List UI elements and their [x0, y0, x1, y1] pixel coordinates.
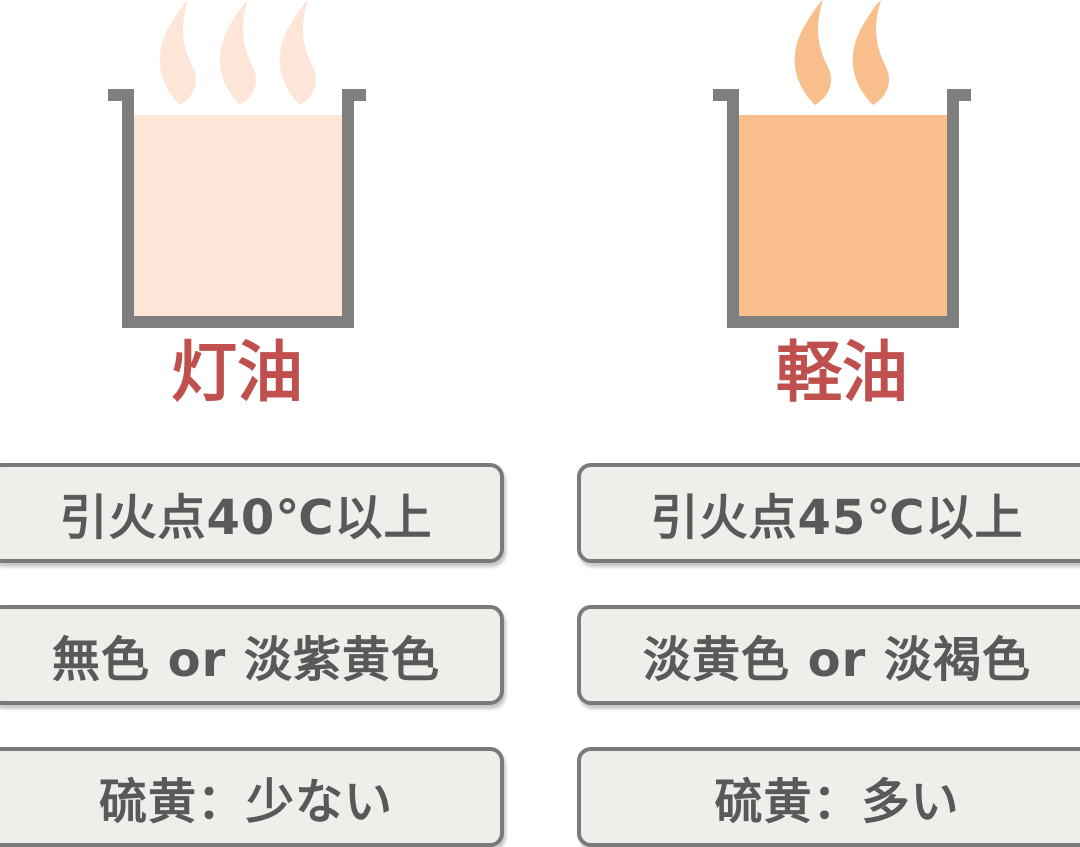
kerosene-title: 灯油: [171, 334, 303, 411]
diesel-flash-point: 引火点45℃以上: [577, 463, 1080, 563]
kerosene-color: 無色 or 淡紫黄色: [0, 605, 504, 705]
diesel-liquid: [735, 115, 951, 318]
diesel-sulfur: 硫黄：多い: [577, 747, 1080, 847]
pot-outline: [108, 89, 366, 328]
kerosene-pot-illustration: [108, 0, 366, 328]
diesel-pot-illustration: [713, 0, 971, 328]
kerosene-liquid: [130, 115, 346, 318]
kerosene-sulfur: 硫黄：少ない: [0, 747, 504, 847]
steam-icon: [159, 0, 316, 105]
pot-outline: [713, 89, 971, 328]
kerosene-flash-point: 引火点40℃以上: [0, 463, 504, 563]
diesel-title: 軽油: [776, 334, 908, 411]
steam-icon: [794, 0, 889, 105]
diesel-color: 淡黄色 or 淡褐色: [577, 605, 1080, 705]
